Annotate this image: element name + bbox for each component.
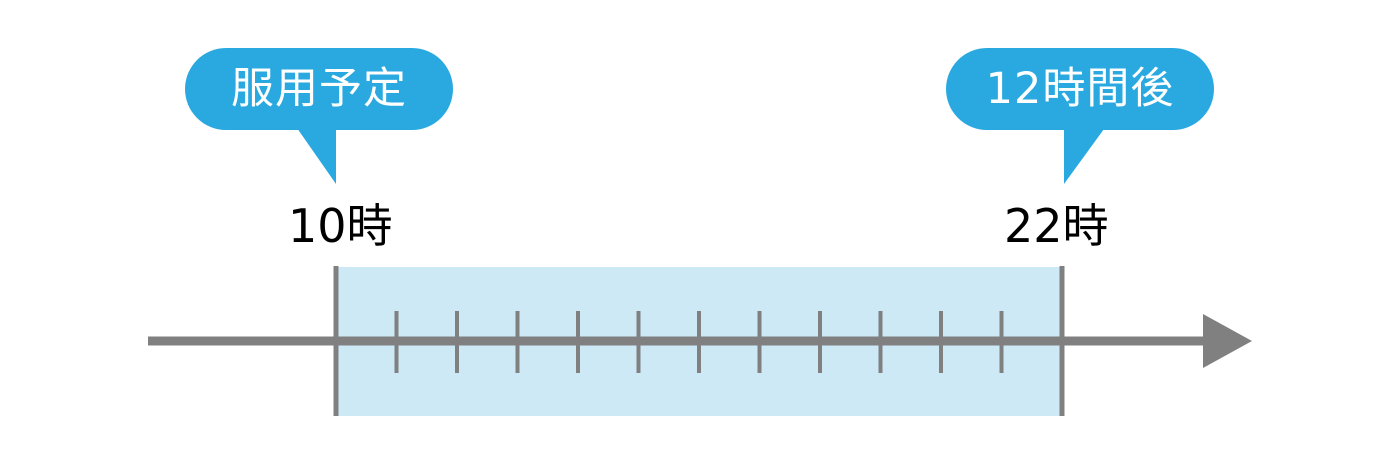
end-time-label: 22時 <box>1004 199 1109 253</box>
scheduled-dose-label: 服用予定 <box>231 64 407 114</box>
start-time-label: 10時 <box>288 199 393 253</box>
hour-ticks <box>394 311 1004 373</box>
scheduled-dose-bubble: 服用予定 <box>185 48 453 130</box>
time-axis-arrowhead <box>1203 314 1252 368</box>
after-12-hours-label: 12時間後 <box>985 64 1175 114</box>
scheduled-dose-bubble-tail <box>290 118 336 184</box>
after-12-hours-bubble-tail <box>1064 118 1112 184</box>
after-12-hours-bubble: 12時間後 <box>946 48 1214 130</box>
